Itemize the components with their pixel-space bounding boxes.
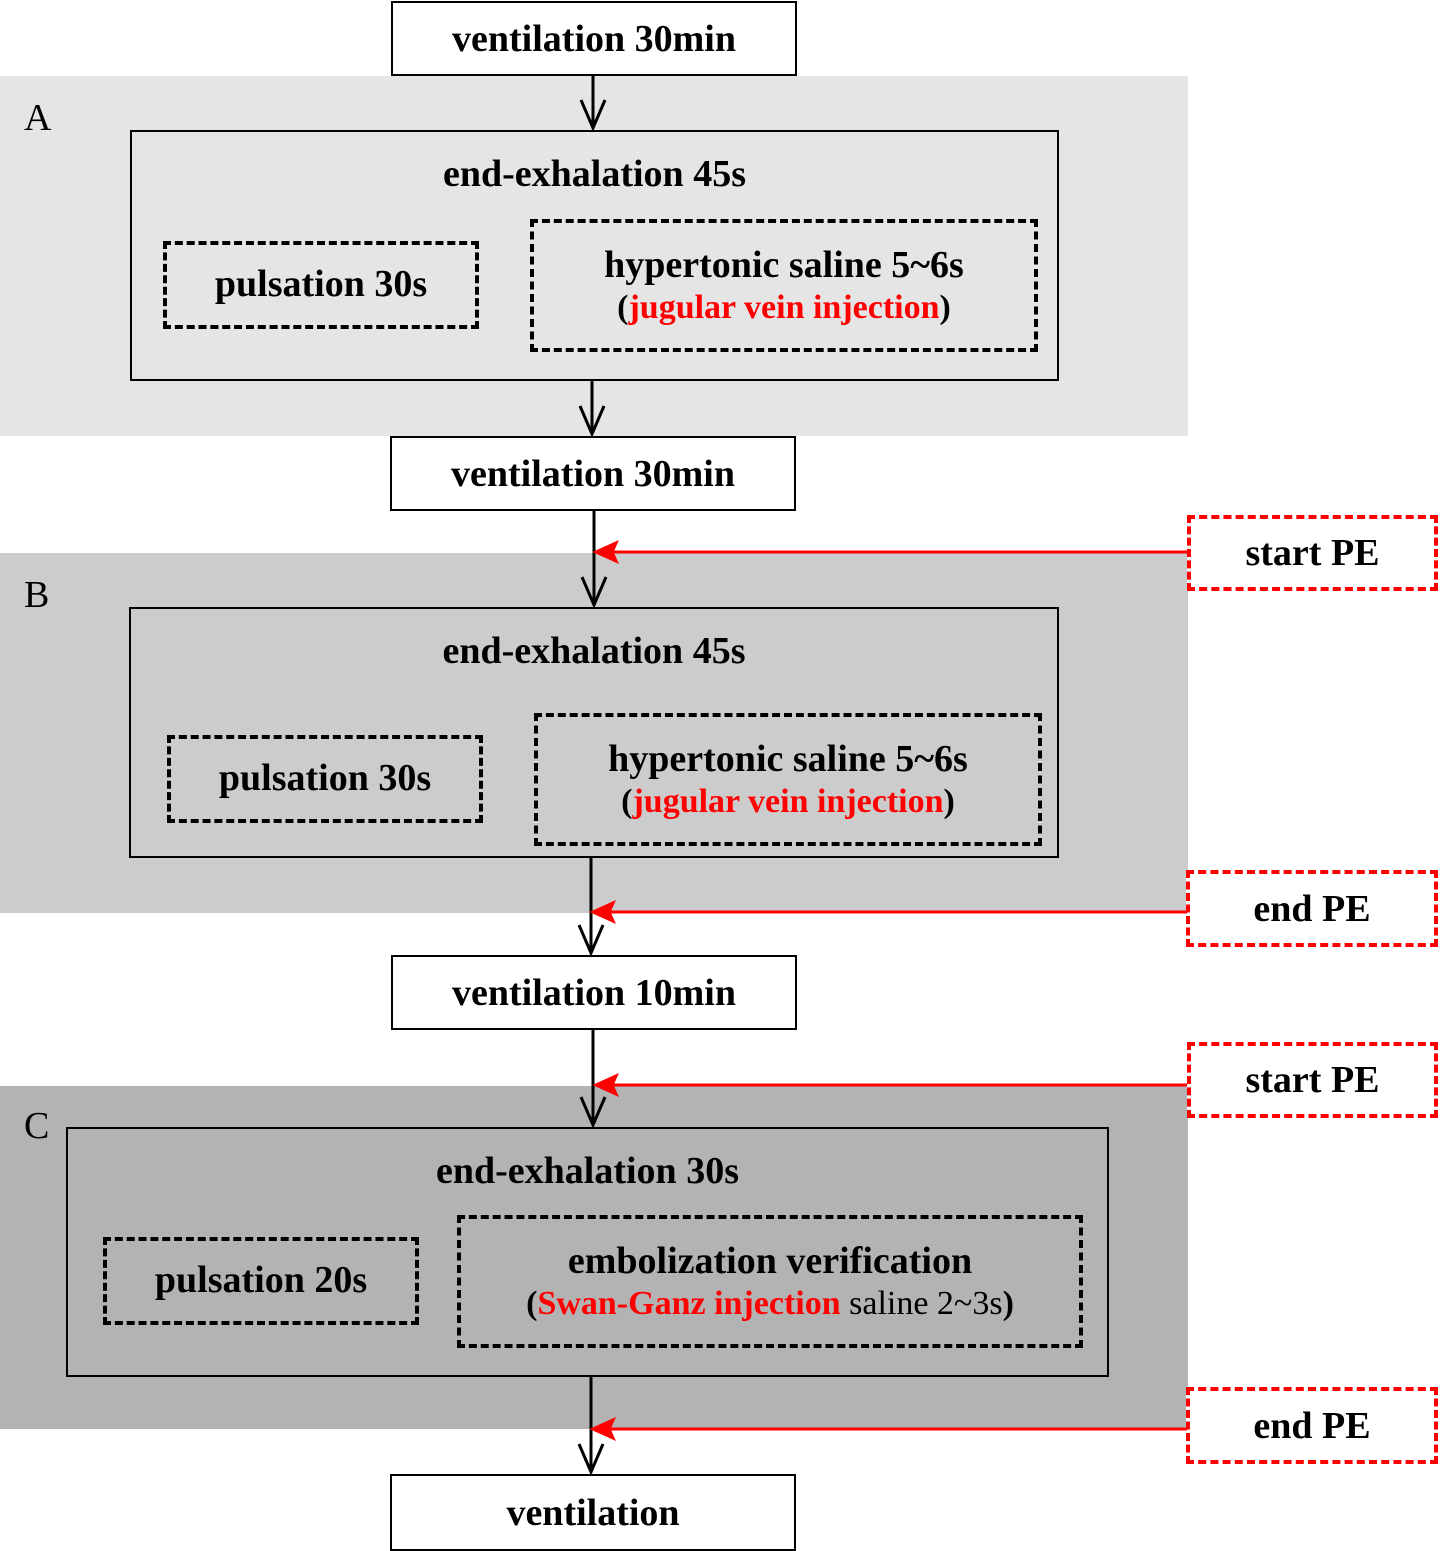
panel-a-injection-method: jugular vein injection xyxy=(628,288,940,326)
end-pe-marker-b: end PE xyxy=(1186,870,1438,947)
start-pe-marker-b-label: start PE xyxy=(1245,532,1380,574)
open-paren: ( xyxy=(617,288,629,326)
panel-c: C xyxy=(0,1086,1188,1429)
close-paren: ) xyxy=(943,782,955,820)
panel-a: A xyxy=(0,76,1188,436)
panel-b-injection-title: hypertonic saline 5~6s xyxy=(608,738,968,781)
panel-b-group-title: end-exhalation 45s xyxy=(442,630,746,672)
ventilation-box-final-label: ventilation xyxy=(506,1491,680,1534)
ventilation-box-final: ventilation xyxy=(390,1474,796,1551)
ventilation-box-bc: ventilation 10min xyxy=(391,955,797,1030)
panel-c-pulsation-label: pulsation 20s xyxy=(154,1259,368,1302)
panel-c-injection-suffix: saline 2~3s xyxy=(840,1284,1003,1322)
panel-b-pulsation-label: pulsation 30s xyxy=(218,757,432,800)
panel-b: B xyxy=(0,553,1188,913)
ventilation-box-start: ventilation 30min xyxy=(391,1,797,76)
end-pe-marker-c-label: end PE xyxy=(1253,1404,1371,1447)
ventilation-box-ab: ventilation 30min xyxy=(390,436,796,511)
end-pe-marker-b-label: end PE xyxy=(1253,887,1371,930)
open-paren: ( xyxy=(621,782,633,820)
start-pe-marker-b: start PE xyxy=(1187,515,1438,591)
panel-a-group-title: end-exhalation 45s xyxy=(443,153,746,195)
panel-a-injection-title: hypertonic saline 5~6s xyxy=(604,244,964,287)
panel-a-injection-box: hypertonic saline 5~6s (jugular vein inj… xyxy=(530,219,1038,352)
panel-b-group-box: end-exhalation 45s xyxy=(129,607,1059,858)
panel-a-label: A xyxy=(24,97,52,139)
panel-b-injection-box: hypertonic saline 5~6s (jugular vein inj… xyxy=(534,713,1042,846)
panel-a-pulsation-label: pulsation 30s xyxy=(214,263,428,306)
arrowhead-c-to-final xyxy=(577,1443,605,1476)
close-paren: ) xyxy=(1002,1284,1014,1322)
ventilation-box-start-label: ventilation 30min xyxy=(452,17,736,60)
panel-b-injection-detail: (jugular vein injection) xyxy=(621,782,955,821)
panel-c-verification-box: embolization verification (Swan-Ganz inj… xyxy=(457,1215,1083,1348)
panel-b-injection-method: jugular vein injection xyxy=(632,782,944,820)
start-pe-marker-c-label: start PE xyxy=(1245,1059,1380,1101)
ventilation-box-bc-label: ventilation 10min xyxy=(452,971,736,1014)
open-paren: ( xyxy=(526,1284,538,1322)
arrowhead-b-to-vent xyxy=(577,924,605,957)
panel-a-injection-detail: (jugular vein injection) xyxy=(617,288,951,327)
panel-c-group-title: end-exhalation 30s xyxy=(436,1150,739,1192)
panel-c-injection-method: Swan-Ganz injection xyxy=(537,1284,841,1322)
close-paren: ) xyxy=(939,288,951,326)
start-pe-marker-c: start PE xyxy=(1187,1042,1438,1118)
panel-c-verification-detail: (Swan-Ganz injection saline 2~3s) xyxy=(526,1284,1014,1323)
panel-c-label: C xyxy=(24,1105,50,1147)
panel-a-pulsation-box: pulsation 30s xyxy=(163,241,479,329)
panel-b-label: B xyxy=(24,574,50,616)
ventilation-box-ab-label: ventilation 30min xyxy=(451,452,735,495)
end-pe-marker-c: end PE xyxy=(1186,1387,1438,1464)
panel-c-verification-title: embolization verification xyxy=(567,1240,973,1283)
panel-b-pulsation-box: pulsation 30s xyxy=(167,735,483,823)
panel-c-pulsation-box: pulsation 20s xyxy=(103,1237,419,1325)
